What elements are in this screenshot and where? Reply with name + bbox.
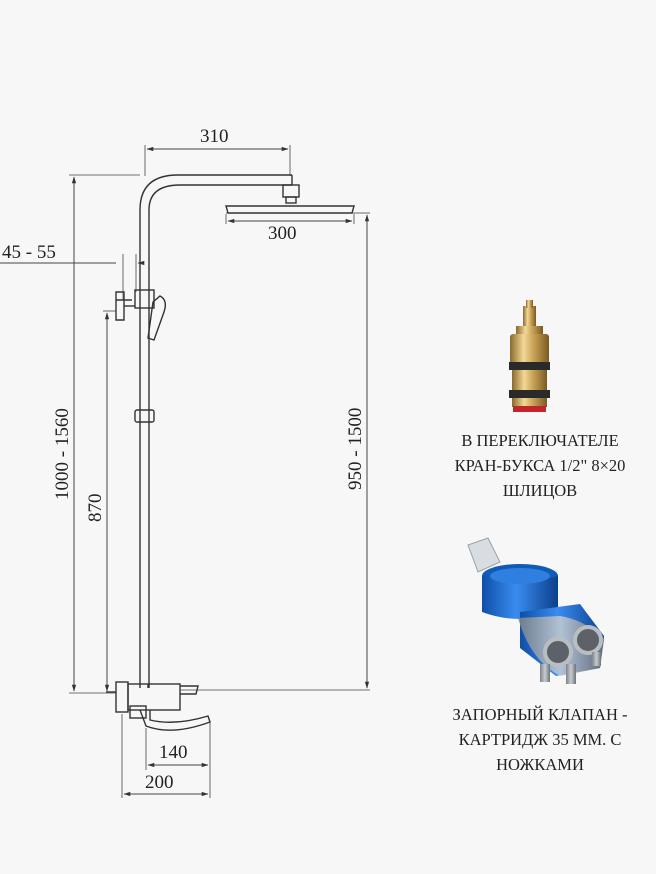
caption-line: ШЛИЦОВ (502, 481, 578, 500)
blue-35mm-cartridge-icon (467, 537, 604, 684)
caption-line: В ПЕРЕКЛЮЧАТЕЛЕ (461, 431, 619, 450)
dim-arm-length: 310 (200, 126, 229, 147)
caption-line: НОЖКАМИ (496, 755, 584, 774)
dim-mixer-height: 870 (85, 494, 106, 523)
dim-mixer-width: 200 (145, 772, 174, 793)
dim-spout-length: 140 (159, 742, 188, 763)
caption-line: ЗАПОРНЫЙ КЛАПАН - (452, 705, 628, 724)
switch-cartridge-caption: В ПЕРЕКЛЮЧАТЕЛЕ КРАН-БУКСА 1/2" 8×20 ШЛИ… (410, 428, 656, 503)
caption-line: КАРТРИДЖ 35 ММ. С (458, 730, 622, 749)
brass-ceramic-cartridge-icon (509, 300, 550, 412)
dim-head-height: 950 - 1500 (345, 408, 366, 490)
dimension-lines (0, 145, 370, 798)
caption-line: КРАН-БУКСА 1/2" 8×20 (454, 456, 626, 475)
dim-head-width: 300 (268, 223, 297, 244)
shutoff-cartridge-caption: ЗАПОРНЫЙ КЛАПАН - КАРТРИДЖ 35 ММ. С НОЖК… (410, 702, 656, 777)
shower-system-outline (106, 174, 355, 731)
dim-total-height: 1000 - 1560 (52, 408, 73, 500)
dim-wall-offset: 45 - 55 (2, 242, 56, 263)
